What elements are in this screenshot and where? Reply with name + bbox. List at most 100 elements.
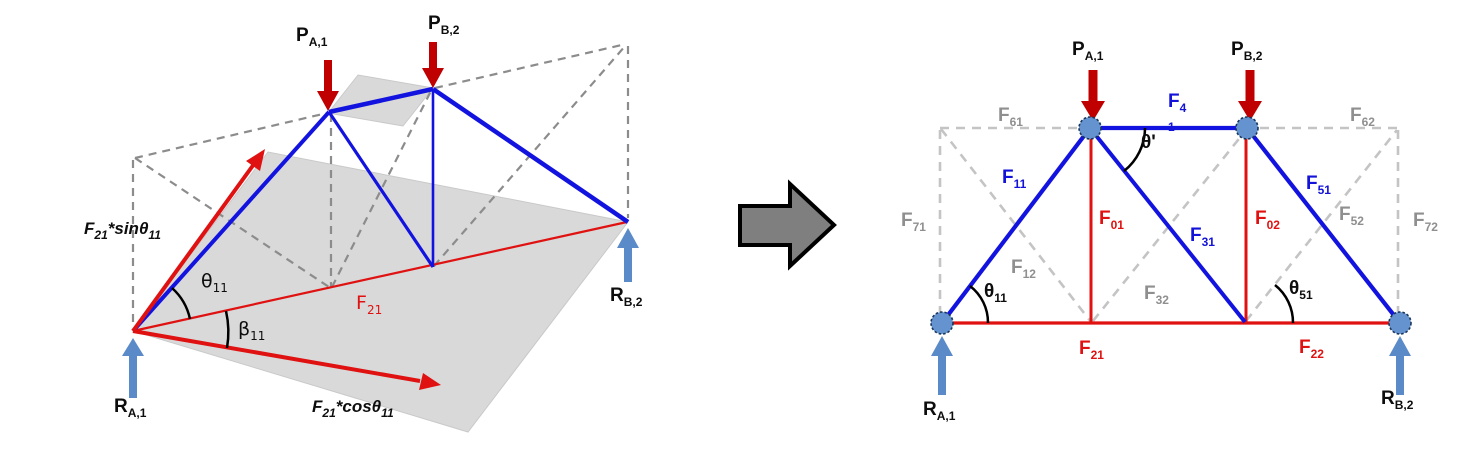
right-label-r-a1: RA,1 <box>923 399 955 422</box>
left-label-f21-sin-sub: 11 <box>148 228 161 242</box>
right-label-f52-sub: 52 <box>1350 214 1364 228</box>
right-label-r-a1-text: R <box>923 399 937 420</box>
node-bottom-left <box>930 311 954 335</box>
left-label-f21-sin-text: *sin <box>107 219 139 238</box>
right-2d-diagram <box>930 70 1412 395</box>
right-label-f12-text: F <box>1011 257 1023 278</box>
right-label-f21-sub: 21 <box>1090 348 1104 362</box>
dashed-diagonal-f52 <box>1244 129 1399 322</box>
reaction-arrow-rb2 <box>1389 336 1411 395</box>
left-label-f21-cos-sub: 11 <box>381 406 394 420</box>
right-label-f01: F01 <box>1099 208 1124 231</box>
component-arrow-sin <box>131 149 265 333</box>
left-label-f21-sin-text: θ <box>138 219 149 238</box>
right-label-r-a1-sub: A,1 <box>936 409 956 423</box>
angle-arc-theta51 <box>1274 284 1295 324</box>
right-label-r-b2-text: R <box>1381 388 1395 409</box>
node-bottom-right <box>1388 311 1412 335</box>
left-label-f21-text: F <box>356 292 367 314</box>
load-arrow-pb2 <box>1238 70 1262 121</box>
right-label-f22-sub: 22 <box>1310 347 1324 361</box>
right-label-f62-text: F <box>1350 105 1362 126</box>
right-label-theta-11: θ11 <box>984 282 1007 304</box>
angle-arc-theta11 <box>969 285 990 324</box>
right-label-f71-text: F <box>901 210 913 231</box>
right-label-f41-sub: 4 <box>1179 101 1187 115</box>
right-label-f71-sub: 71 <box>912 220 926 234</box>
member-left-diagonal <box>131 110 331 333</box>
right-label-theta-51: θ51 <box>1289 278 1313 301</box>
dashed-foot-a-to-apex-b <box>331 90 432 288</box>
dashed-diagonal-f12 <box>939 128 1093 323</box>
load-arrow-pa1 <box>317 60 339 111</box>
right-label-f72-text: F <box>1413 210 1425 231</box>
left-label-f21-sin: F21*sinθ11 <box>84 219 161 241</box>
node-top-left <box>1078 116 1102 140</box>
right-label-f02-text: F <box>1255 208 1267 229</box>
left-label-f21-cos: F21*cosθ11 <box>312 397 394 419</box>
right-label-p-b2-text: P <box>1231 39 1244 60</box>
right-label-p-a1-sub: A,1 <box>1084 49 1104 63</box>
right-label-f51: F51 <box>1306 173 1331 196</box>
right-label-f51-text: F <box>1306 173 1318 194</box>
left-label-r-b2: RB,2 <box>610 285 642 308</box>
force-line-f21 <box>132 220 628 333</box>
reaction-arrow-ra1 <box>931 336 953 395</box>
right-label-f01-text: F <box>1099 208 1111 229</box>
transform-arrow-icon <box>738 179 837 271</box>
node-top-right <box>1235 116 1259 140</box>
right-label-f12: F12 <box>1011 257 1036 280</box>
member-right-diagonal <box>431 87 630 224</box>
component-arrow-cos <box>132 329 441 390</box>
left-label-beta-11-sub: 11 <box>250 329 266 343</box>
left-label-f21-sub: 21 <box>366 303 383 317</box>
right-label-f72-sub: 72 <box>1424 220 1438 234</box>
left-label-r-b2-text: R <box>610 285 624 306</box>
right-label-f11-sub: 11 <box>1013 177 1027 191</box>
right-label-f61-sub: 61 <box>1009 115 1023 129</box>
left-label-theta-11-text: θ <box>201 270 213 292</box>
left-label-f21-cos-text: F <box>312 397 323 416</box>
left-label-theta-11-sub: 11 <box>212 281 228 295</box>
right-label-f02: F02 <box>1255 208 1280 231</box>
right-label-f21: F21 <box>1079 339 1104 361</box>
right-label-theta-51-sub: 51 <box>1299 288 1313 302</box>
left-label-f21-cos-text: *cos <box>335 397 372 416</box>
dashed-topleft-to-apex-a <box>134 111 328 160</box>
left-label-p-a1-text: P <box>296 25 309 46</box>
right-label-f52: F52 <box>1339 204 1364 227</box>
left-label-p-b2: PB,2 <box>428 13 459 36</box>
right-label-f32: F32 <box>1144 283 1169 306</box>
member-f31 <box>1088 126 1247 324</box>
member-top-chord <box>328 86 434 115</box>
right-label-f52-text: F <box>1339 204 1351 225</box>
left-label-r-b2-sub: B,2 <box>623 295 643 309</box>
left-label-f21-cos-sub: 21 <box>322 406 336 420</box>
right-label-p-b2-sub: B,2 <box>1243 49 1263 63</box>
left-label-r-a1-text: R <box>114 396 128 417</box>
right-label-f41-text: F <box>1168 91 1180 112</box>
right-label-f22: F22 <box>1299 338 1324 360</box>
left-label-beta-11: β11 <box>238 318 265 343</box>
right-label-f51-sub: 51 <box>1317 183 1331 197</box>
left-label-theta-11: θ11 <box>201 270 228 295</box>
right-label-f32-sub: 32 <box>1155 293 1169 307</box>
left-label-p-b2-text: P <box>428 13 441 34</box>
reaction-arrow-ra1 <box>122 338 144 398</box>
left-label-beta-11-text: β <box>238 318 251 340</box>
left-label-p-a1-sub: A,1 <box>308 35 328 49</box>
right-label-theta-51-text: θ <box>1289 278 1300 299</box>
right-label-f31-text: F <box>1190 225 1202 246</box>
member-mid-diagonal <box>327 111 435 268</box>
right-label-f11-text: F <box>1002 167 1014 188</box>
right-label-f31-sub: 31 <box>1201 235 1215 249</box>
load-arrow-pb2 <box>422 42 444 88</box>
right-label-f02-sub: 02 <box>1266 218 1280 232</box>
right-label-f32-text: F <box>1144 283 1156 304</box>
right-label-f01-sub: 01 <box>1110 218 1124 232</box>
right-label-p-b2: PB,2 <box>1231 39 1262 62</box>
